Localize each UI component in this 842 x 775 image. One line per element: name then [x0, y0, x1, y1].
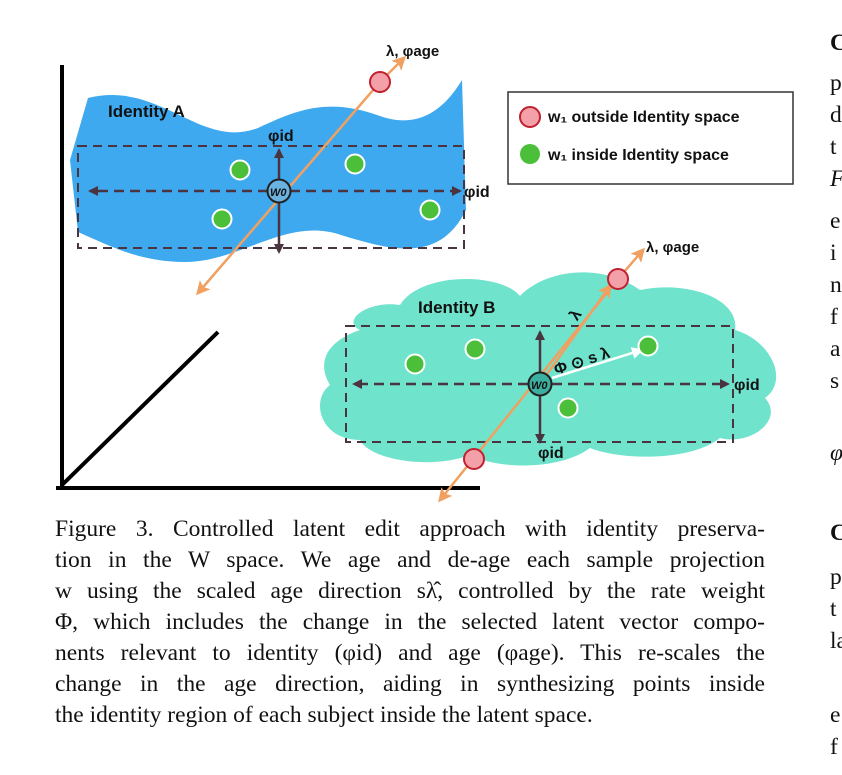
side-letter: i	[830, 240, 837, 266]
point-inside	[557, 397, 579, 419]
scaled-direction-arrow	[551, 347, 644, 380]
point-inside	[419, 199, 441, 221]
point-inside	[464, 338, 486, 360]
side-letter: f	[830, 304, 838, 330]
caption-line: Figure 3. Controlled latent edit approac…	[55, 516, 765, 542]
phi-id-label-a-right: φid	[464, 184, 490, 201]
side-letter: φ	[830, 440, 842, 466]
caption-line: nents relevant to identity (φid) and age…	[55, 640, 765, 666]
phi-id-label-a-top: φid	[268, 128, 294, 145]
w0-label-a: W0	[270, 187, 287, 199]
side-letter: e	[830, 208, 841, 234]
side-letter: a	[830, 336, 841, 362]
point-outside	[463, 448, 485, 470]
legend-box	[507, 91, 794, 185]
point-inside	[211, 208, 233, 230]
side-letter: d	[830, 102, 842, 128]
caption-line: the identity region of each subject insi…	[55, 702, 593, 728]
side-letter: la	[830, 628, 842, 654]
side-letter: e	[830, 702, 841, 728]
identity-a-region	[70, 80, 466, 262]
point-inside	[344, 153, 366, 175]
point-outside	[607, 268, 629, 290]
side-letter: C	[830, 30, 842, 56]
side-letter: p	[830, 564, 842, 590]
side-letter: t	[830, 134, 837, 160]
point-outside	[369, 71, 391, 93]
side-letter: n	[830, 272, 842, 298]
side-letter: f	[830, 734, 838, 760]
w0-label-b: W0	[531, 380, 548, 392]
caption-line: tion in the W space. We age and de-age e…	[55, 547, 765, 573]
w0-point-a	[266, 178, 292, 204]
caption-line: w using the scaled age direction sλ̂, co…	[55, 578, 765, 604]
identity-b-label: Identity B	[418, 298, 495, 317]
phi-id-label-b-bottom: φid	[538, 445, 564, 462]
side-letter: F	[830, 166, 842, 193]
figure-caption: Figure 3. Controlled latent edit approac…	[55, 514, 765, 731]
side-letter: t	[830, 596, 837, 622]
side-letter: s	[830, 368, 840, 394]
identity-a-box	[77, 145, 465, 249]
legend-outside-label: w₁ outside Identity space	[547, 109, 740, 126]
point-inside	[229, 159, 251, 181]
side-letter: p	[830, 70, 842, 96]
side-letter: C	[830, 520, 842, 546]
identity-a-label: Identity A	[108, 102, 185, 121]
point-inside	[404, 353, 426, 375]
point-inside	[637, 335, 659, 357]
legend-outside-marker	[519, 106, 541, 128]
figure-3: Identity A W0 φid φid λ, φage w₁ outside…	[56, 43, 794, 503]
identity-b-region	[320, 272, 777, 466]
legend-inside-label: w₁ inside Identity space	[547, 147, 729, 164]
lambda-age-label-a: λ, φage	[386, 43, 439, 60]
legend-inside-marker	[520, 144, 540, 164]
caption-line: change in the age direction, aiding in s…	[55, 671, 765, 697]
phi-id-label-b-right: φid	[734, 377, 760, 394]
axis-diagonal	[60, 330, 220, 487]
lambda-age-label-b: λ, φage	[646, 239, 699, 256]
caption-line: Φ, which includes the change in the sele…	[55, 609, 765, 635]
w0-point-b	[527, 371, 553, 397]
